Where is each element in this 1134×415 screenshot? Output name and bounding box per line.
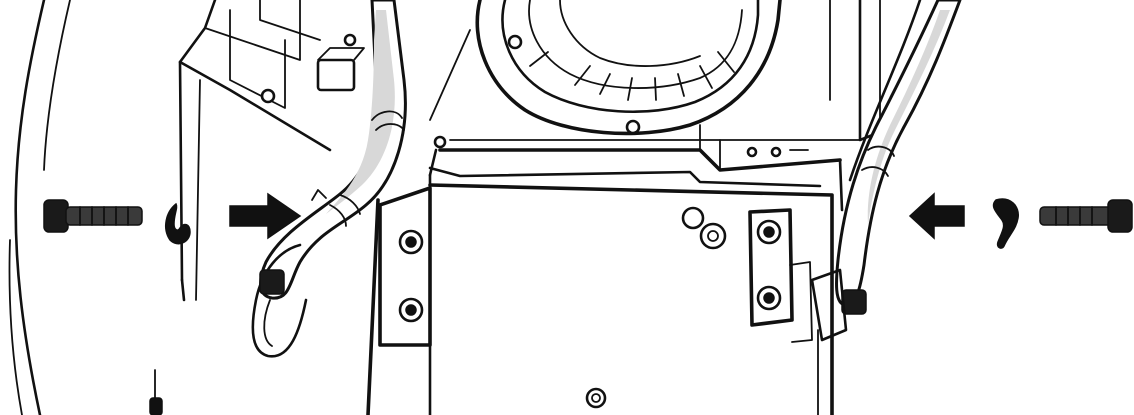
left-control-cable bbox=[251, 0, 407, 358]
main-housing bbox=[366, 173, 834, 415]
left-bolt bbox=[43, 199, 143, 233]
right-control-cable bbox=[810, 0, 962, 342]
fan-housing bbox=[429, 0, 782, 136]
left-arrow bbox=[229, 192, 302, 240]
engine-frame-left bbox=[178, 0, 365, 302]
center-frame-top bbox=[428, 124, 861, 188]
right-bolt bbox=[1039, 199, 1133, 233]
right-arrow bbox=[908, 192, 965, 240]
left-washer bbox=[164, 202, 191, 245]
left-chute-outline bbox=[8, 0, 163, 415]
right-washer bbox=[992, 198, 1019, 249]
